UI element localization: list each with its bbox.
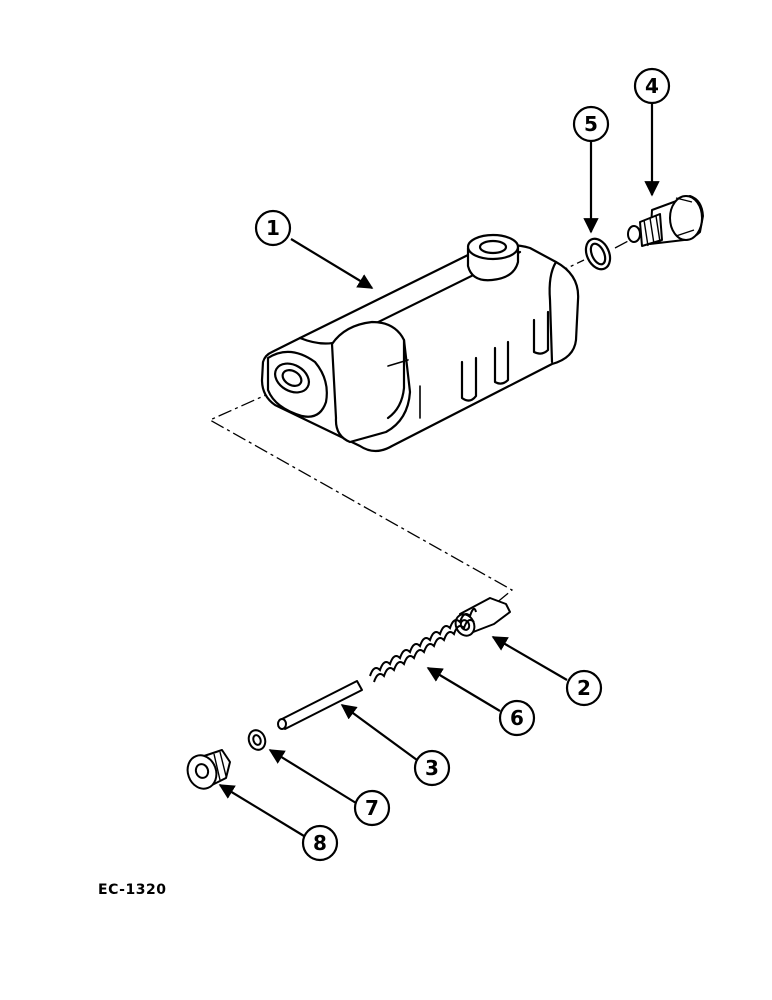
callout-5-label: 5 xyxy=(584,112,598,136)
callout-1-label: 1 xyxy=(266,216,280,240)
callout-5: 5 xyxy=(572,105,610,143)
callout-4-label: 4 xyxy=(645,74,659,98)
callout-2-label: 2 xyxy=(577,676,591,700)
callout-4: 4 xyxy=(633,67,671,105)
drain-plug-part xyxy=(186,749,231,790)
callout-3-label: 3 xyxy=(425,756,439,780)
washer-part xyxy=(247,729,267,751)
valve-housing-part xyxy=(260,233,580,453)
callout-1: 1 xyxy=(254,209,292,247)
callout-8-label: 8 xyxy=(313,831,327,855)
callout-6: 6 xyxy=(498,699,536,737)
callout-7-label: 7 xyxy=(365,796,379,820)
callout-3: 3 xyxy=(413,749,451,787)
pin-part xyxy=(277,680,363,730)
callout-2: 2 xyxy=(565,669,603,707)
o-ring-part xyxy=(584,237,612,271)
callout-7: 7 xyxy=(353,789,391,827)
callout-6-label: 6 xyxy=(510,706,524,730)
plug-part xyxy=(627,195,704,247)
callout-8: 8 xyxy=(301,824,339,862)
spring-part xyxy=(369,607,477,683)
figure-reference-code: EC-1320 xyxy=(98,882,167,898)
leader-lines xyxy=(218,102,660,837)
